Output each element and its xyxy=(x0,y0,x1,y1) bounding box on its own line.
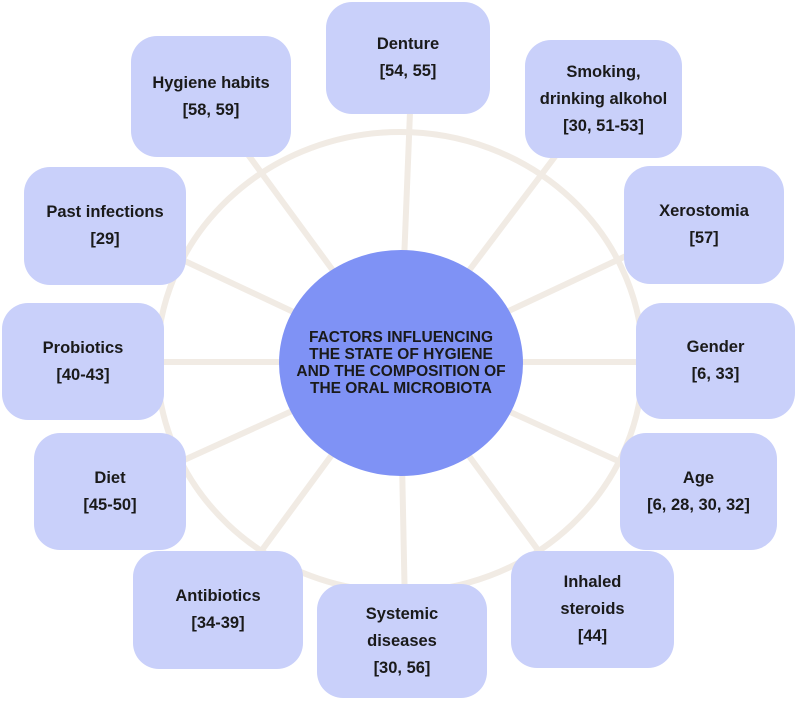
center-label: FACTORS INFLUENCING THE STATE OF HYGIENE… xyxy=(296,329,506,397)
factor-systemic-diseases: Systemic diseases [30, 56] xyxy=(317,584,487,698)
factor-age-label: Age [6, 28, 30, 32] xyxy=(647,468,750,514)
factor-gender-label: Gender [6, 33] xyxy=(686,338,745,383)
factor-probiotics-label: Probiotics [40-43] xyxy=(42,338,124,384)
factor-systemic-diseases-label: Systemic diseases [30, 56] xyxy=(365,604,439,677)
factor-age: Age [6, 28, 30, 32] xyxy=(620,433,777,550)
factor-denture: Denture [54, 55] xyxy=(326,2,490,114)
factor-xerostomia: Xerostomia [57] xyxy=(624,166,784,284)
factor-past-infections-label: Past infections [29] xyxy=(46,203,164,248)
factor-smoking-drinking-alcohol-label: Smoking, drinking alkohol [30, 51-53] xyxy=(539,62,668,135)
factor-gender: Gender [6, 33] xyxy=(636,303,795,419)
factor-probiotics: Probiotics [40-43] xyxy=(2,303,164,420)
factor-inhaled-steroids: Inhaled steroids [44] xyxy=(511,551,674,668)
factor-smoking-drinking-alcohol: Smoking, drinking alkohol [30, 51-53] xyxy=(525,40,682,158)
factor-antibiotics: Antibiotics [34-39] xyxy=(133,551,303,669)
factor-xerostomia-label: Xerostomia [57] xyxy=(659,202,749,247)
factor-hygiene-habits: Hygiene habits [58, 59] xyxy=(131,36,291,157)
factor-antibiotics-label: Antibiotics [34-39] xyxy=(175,587,261,632)
factor-denture-label: Denture [54, 55] xyxy=(376,35,440,80)
center-node: FACTORS INFLUENCING THE STATE OF HYGIENE… xyxy=(279,250,523,476)
factor-inhaled-steroids-label: Inhaled steroids [44] xyxy=(560,573,625,645)
factor-diet-label: Diet [45-50] xyxy=(83,468,137,514)
factor-hygiene-habits-label: Hygiene habits [58, 59] xyxy=(152,73,270,119)
factor-diet: Diet [45-50] xyxy=(34,433,186,550)
factor-past-infections: Past infections [29] xyxy=(24,167,186,285)
